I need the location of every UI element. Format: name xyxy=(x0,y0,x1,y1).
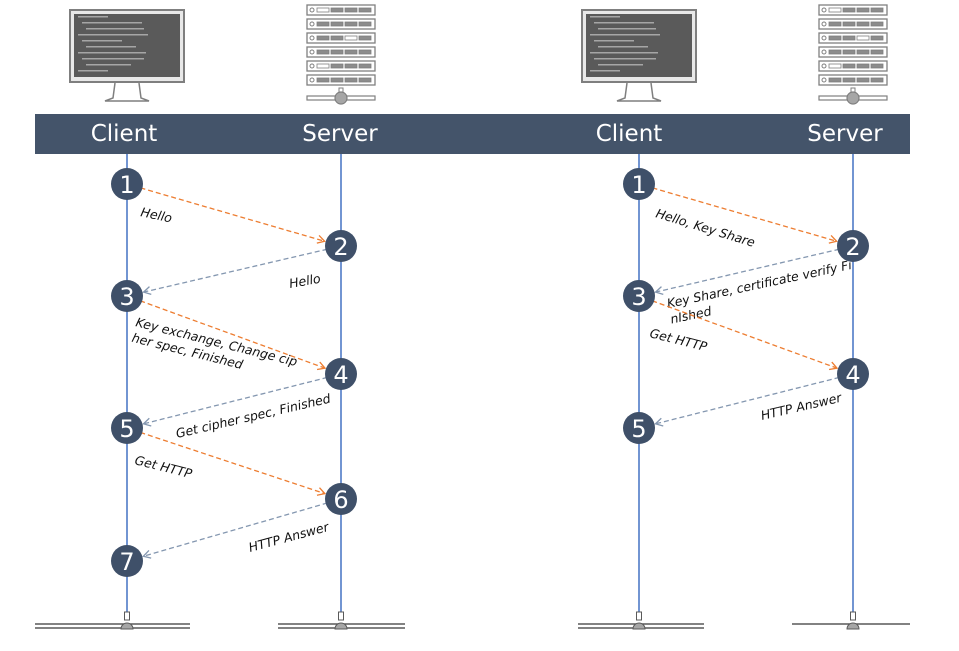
step-1-marker: 1 xyxy=(623,168,655,200)
message-label: Get cipher spec, Finished xyxy=(174,391,332,441)
message-label: Key exchange, Change cipher spec, Finish… xyxy=(130,314,299,384)
step-number: 2 xyxy=(333,233,348,261)
message-label: HTTP Answer xyxy=(247,519,331,555)
step-2-marker: 2 xyxy=(325,230,357,262)
server-rack-icon xyxy=(818,4,888,105)
step-7-marker: 7 xyxy=(111,545,143,577)
server-ground-connector xyxy=(278,611,405,630)
step-number: 2 xyxy=(845,233,860,261)
client-label: Client xyxy=(91,121,158,147)
message-label: Hello, Key Share xyxy=(654,206,757,250)
step-number: 3 xyxy=(119,283,134,311)
message-label-line: Get HTTP xyxy=(133,452,194,481)
request-arrow xyxy=(139,300,327,371)
message-label: HTTP Answer xyxy=(759,390,843,423)
server-label: Server xyxy=(807,121,883,147)
step-4-marker: 4 xyxy=(325,358,357,390)
message-label-line: Hello xyxy=(139,204,173,225)
step-5-marker: 5 xyxy=(623,412,655,444)
panel-tls12-header: Client Server xyxy=(91,121,379,147)
monitor-icon xyxy=(581,9,697,102)
monitor-icon xyxy=(69,9,185,102)
message-label-line: Get cipher spec, Finished xyxy=(174,391,332,441)
step-number: 5 xyxy=(119,415,134,443)
panel-tls13-header: Client Server xyxy=(596,121,884,147)
client-ground-connector xyxy=(578,611,704,630)
step-4-marker: 4 xyxy=(837,358,869,390)
step-3-marker: 3 xyxy=(623,280,655,312)
server-rack-icon xyxy=(306,4,376,105)
step-number: 1 xyxy=(119,171,134,199)
message-label-line: HTTP Answer xyxy=(247,519,331,555)
message-label-line: Key Share, certificate verify Fi xyxy=(666,257,854,311)
message-label-line: Get HTTP xyxy=(648,325,709,354)
step-number: 6 xyxy=(333,486,348,514)
header-band xyxy=(35,114,910,154)
step-number: 3 xyxy=(631,283,646,311)
step-number: 5 xyxy=(631,415,646,443)
request-arrow xyxy=(140,431,327,496)
server-label: Server xyxy=(302,121,378,147)
message-label: Hello xyxy=(139,204,173,225)
step-2-marker: 2 xyxy=(837,230,869,262)
message-label: Get HTTP xyxy=(648,325,709,354)
message-label: Get HTTP xyxy=(133,452,194,481)
step-6-marker: 6 xyxy=(325,483,357,515)
server-ground-connector xyxy=(792,611,910,630)
message-label-line: Hello, Key Share xyxy=(654,206,757,250)
step-5-marker: 5 xyxy=(111,412,143,444)
step-1-marker: 1 xyxy=(111,168,143,200)
step-number: 4 xyxy=(845,361,860,389)
client-label: Client xyxy=(596,121,663,147)
message-label-line: HTTP Answer xyxy=(759,390,843,423)
message-label: Hello xyxy=(288,271,322,291)
client-ground-connector xyxy=(35,611,190,630)
message-label-line: Hello xyxy=(288,271,322,291)
step-number: 1 xyxy=(631,171,646,199)
step-number: 7 xyxy=(119,548,134,576)
request-arrow xyxy=(651,300,839,371)
step-number: 4 xyxy=(333,361,348,389)
step-3-marker: 3 xyxy=(111,280,143,312)
